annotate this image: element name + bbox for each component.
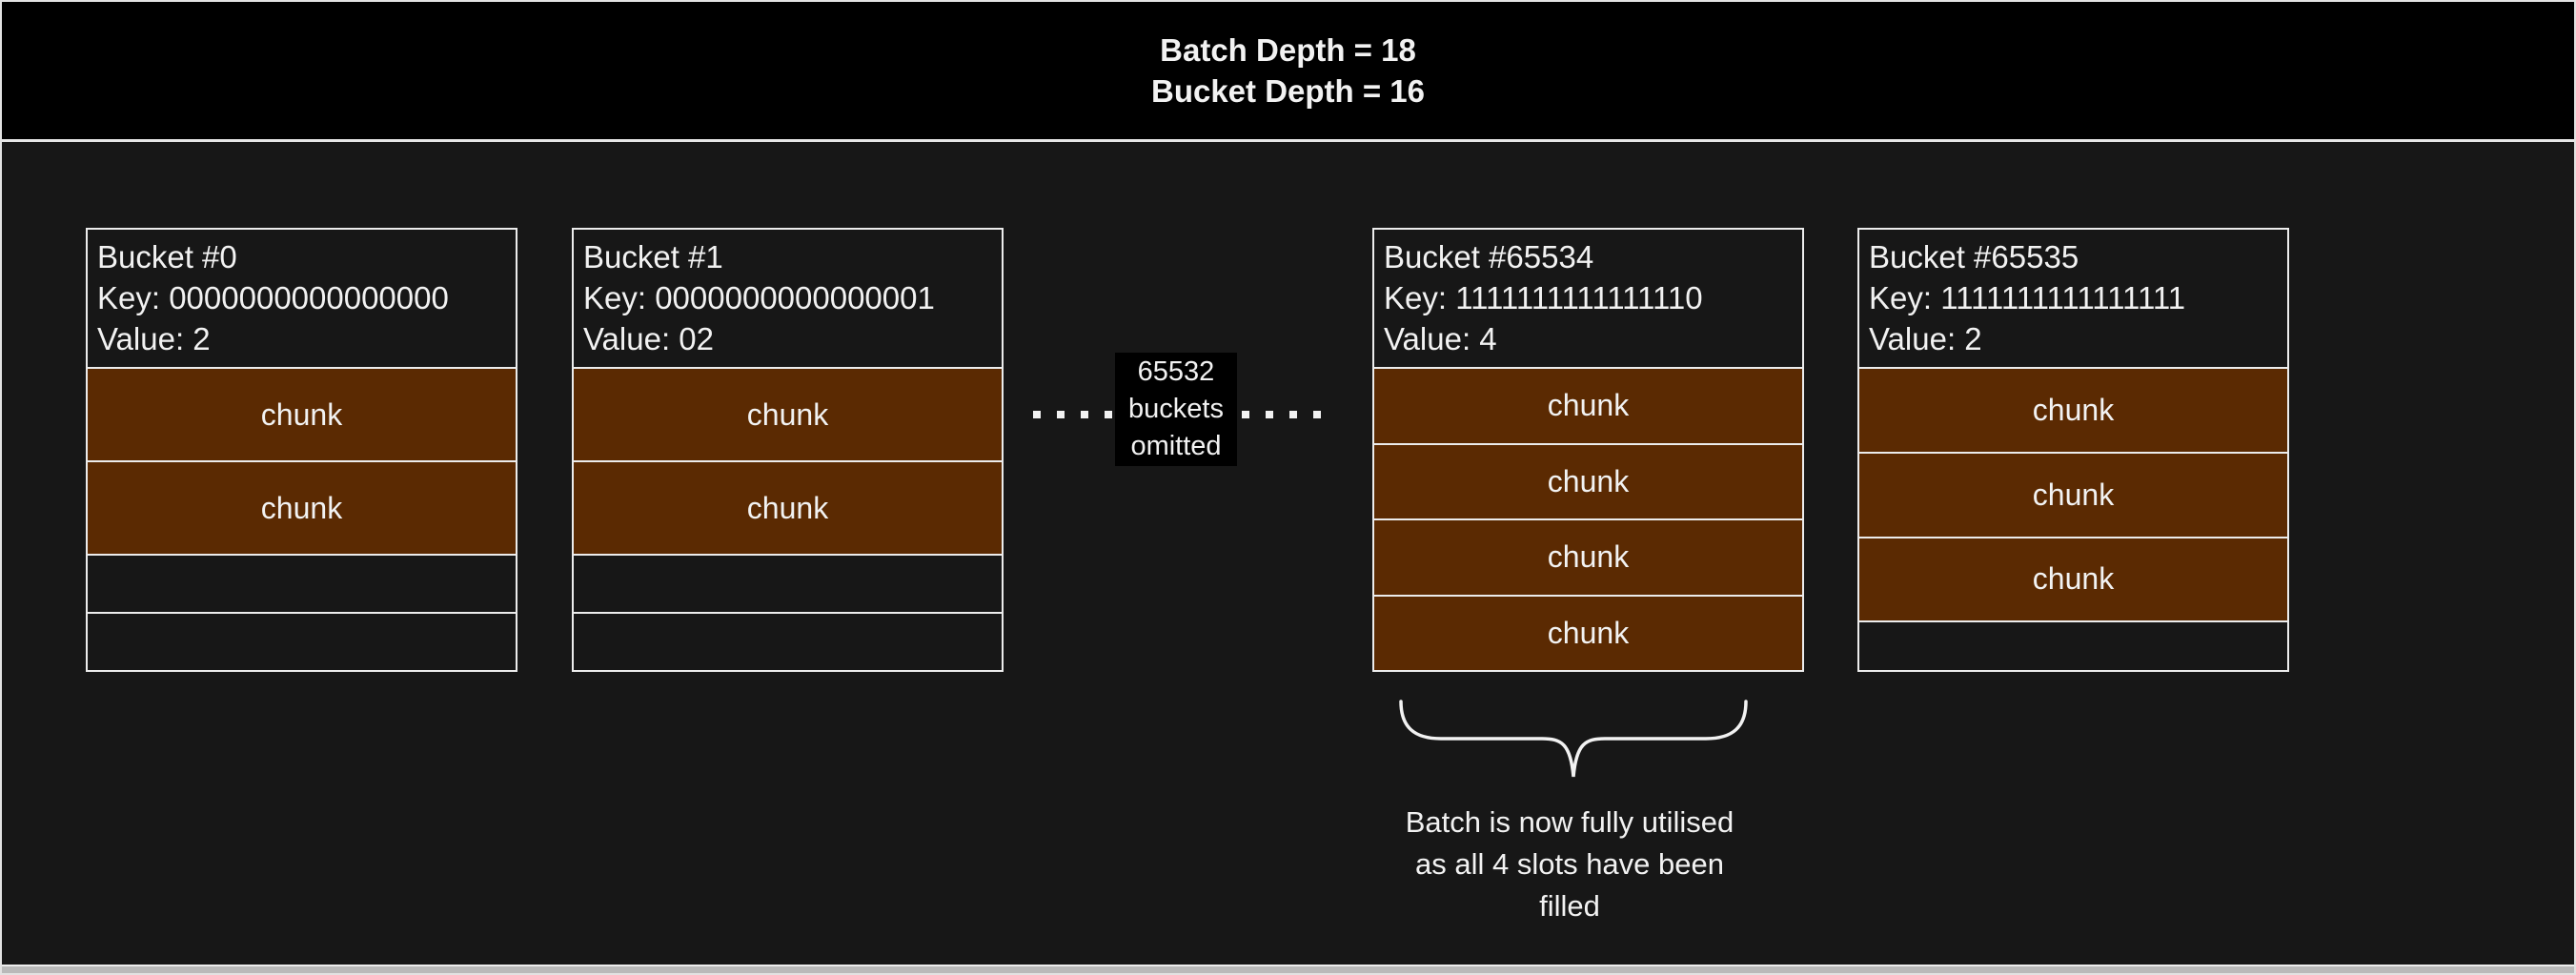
bucket-title: Bucket #65534: [1384, 236, 1795, 277]
omitted-word-omitted: omitted: [1115, 428, 1237, 465]
bucket-title: Bucket #1: [583, 236, 994, 277]
batch-full-annotation: Batch is now fully utilised as all 4 slo…: [1284, 802, 1856, 927]
bucket-value: Value: 02: [583, 318, 994, 359]
dot: [1266, 411, 1273, 418]
bucket-card-1: Bucket #1 Key: 0000000000000001 Value: 0…: [572, 228, 1004, 672]
bucket-slot: [574, 612, 1002, 670]
bucket-slot: chunk: [1859, 537, 2287, 621]
bucket-slot: chunk: [1374, 518, 1802, 595]
bucket-info: Bucket #0 Key: 0000000000000000 Value: 2: [88, 230, 516, 369]
batch-depth-title: Batch Depth = 18: [1160, 30, 1416, 71]
dot: [1033, 411, 1041, 418]
omitted-count: 65532: [1115, 354, 1237, 391]
bucket-info: Bucket #1 Key: 0000000000000001 Value: 0…: [574, 230, 1002, 369]
omitted-word-buckets: buckets: [1115, 391, 1237, 428]
ellipsis-dots-right: [1242, 411, 1321, 418]
bucket-slot: chunk: [1374, 443, 1802, 519]
annotation-line: Batch is now fully utilised: [1284, 802, 1856, 843]
ellipsis-dots-left: [1033, 411, 1112, 418]
annotation-line: filled: [1284, 885, 1856, 927]
bucket-key: Key: 0000000000000001: [583, 277, 994, 318]
bucket-value: Value: 2: [1869, 318, 2280, 359]
bucket-key: Key: 1111111111111111: [1869, 277, 2280, 318]
bucket-slot: chunk: [1859, 452, 2287, 537]
bucket-slot: [88, 554, 516, 612]
underbrace-icon: [1397, 699, 1750, 786]
bucket-card-65535: Bucket #65535 Key: 1111111111111111 Valu…: [1857, 228, 2289, 672]
bucket-slot: chunk: [88, 460, 516, 554]
bucket-info: Bucket #65534 Key: 1111111111111110 Valu…: [1374, 230, 1802, 369]
bucket-key: Key: 1111111111111110: [1384, 277, 1795, 318]
bucket-slot: chunk: [88, 369, 516, 460]
bucket-slot: [1859, 620, 2287, 670]
bucket-slot: chunk: [1859, 369, 2287, 452]
annotation-line: as all 4 slots have been: [1284, 843, 1856, 885]
dot: [1313, 411, 1321, 418]
bucket-value: Value: 2: [97, 318, 508, 359]
underbrace-path: [1401, 701, 1746, 777]
bucket-slot: chunk: [1374, 369, 1802, 443]
bucket-value: Value: 4: [1384, 318, 1795, 359]
bucket-slot: chunk: [574, 369, 1002, 460]
dot: [1242, 411, 1249, 418]
bucket-info: Bucket #65535 Key: 1111111111111111 Valu…: [1859, 230, 2287, 369]
dot: [1289, 411, 1297, 418]
omitted-buckets-label: 65532 buckets omitted: [1115, 353, 1237, 466]
dot: [1105, 411, 1112, 418]
bucket-depth-title: Bucket Depth = 16: [1151, 71, 1425, 112]
bucket-slot: chunk: [1374, 595, 1802, 671]
dot: [1057, 411, 1065, 418]
bucket-card-65534: Bucket #65534 Key: 1111111111111110 Valu…: [1372, 228, 1804, 672]
bucket-slot: chunk: [574, 460, 1002, 554]
bucket-slot: [88, 612, 516, 670]
bucket-key: Key: 0000000000000000: [97, 277, 508, 318]
bucket-slot: [574, 554, 1002, 612]
bottom-edge: [2, 965, 2574, 973]
title-banner: Batch Depth = 18 Bucket Depth = 16: [2, 2, 2574, 142]
bucket-title: Bucket #65535: [1869, 236, 2280, 277]
bucket-title: Bucket #0: [97, 236, 508, 277]
bucket-card-0: Bucket #0 Key: 0000000000000000 Value: 2…: [86, 228, 517, 672]
dot: [1081, 411, 1088, 418]
